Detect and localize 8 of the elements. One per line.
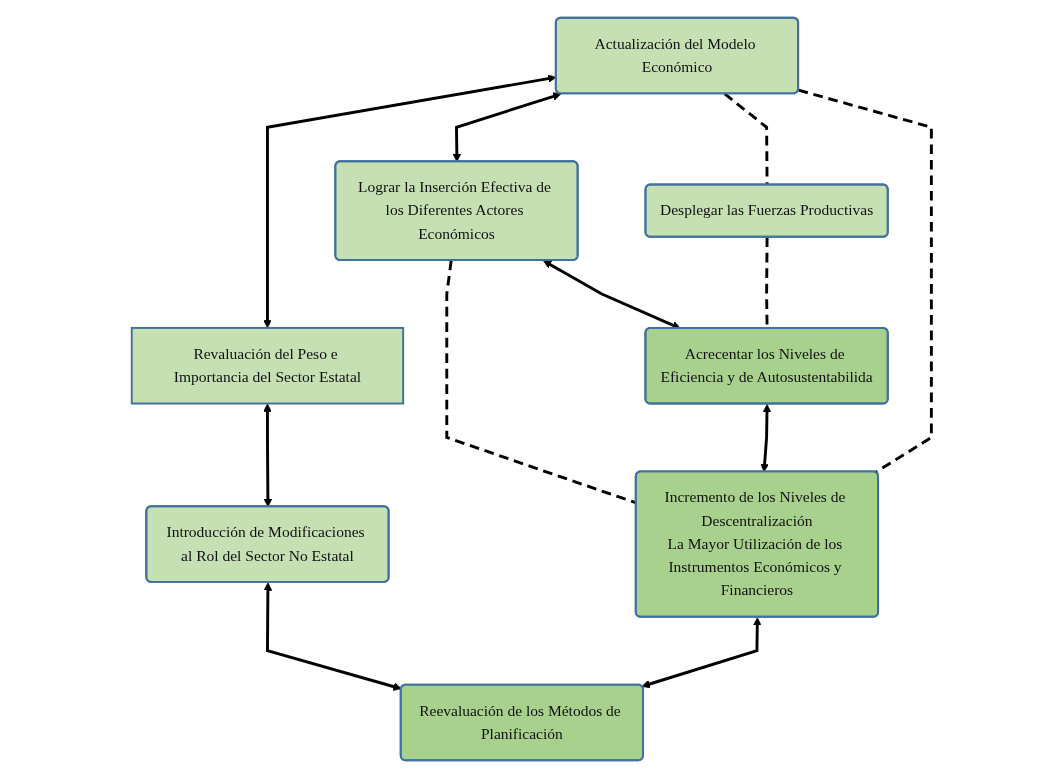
node-box: Revaluación del Peso e Importancia del Sector Estatal bbox=[130, 326, 405, 405]
arrow bbox=[452, 92, 562, 163]
connector bbox=[723, 92, 769, 185]
arrow bbox=[641, 617, 762, 689]
arrow bbox=[263, 582, 402, 691]
connector bbox=[798, 88, 933, 474]
arrow bbox=[760, 404, 772, 473]
arrow bbox=[263, 403, 273, 508]
